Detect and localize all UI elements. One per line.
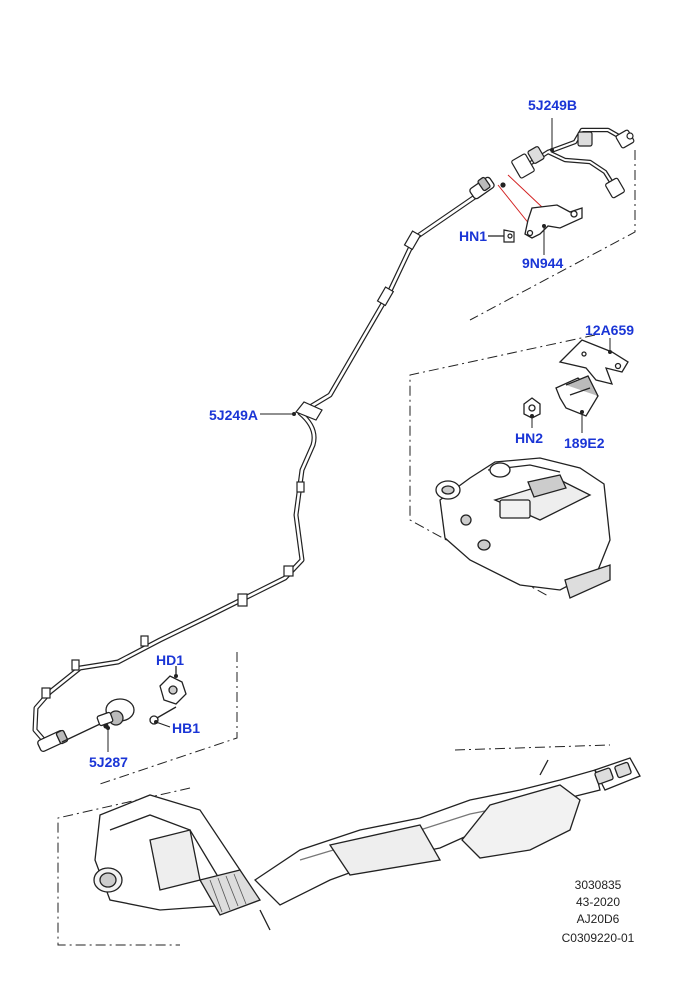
ref-number: 3030835: [574, 878, 622, 892]
tank: [435, 457, 611, 599]
bolt-HB1: [149, 706, 177, 725]
callout-HB1: HB1: [172, 720, 201, 736]
bracket-12A659: [558, 339, 629, 385]
exhaust-system: [93, 757, 641, 931]
bracket-HD1: [159, 666, 187, 705]
sensor-hose: [32, 189, 485, 748]
hose-clips: [41, 230, 422, 699]
callout-HN1: HN1: [459, 228, 488, 244]
alignment-lines: [497, 174, 544, 226]
callout-9N944: 9N944: [522, 255, 564, 271]
ref-code: C0309220-01: [561, 931, 635, 945]
nut-HN2: [523, 397, 541, 419]
callout-5J287: 5J287: [89, 754, 128, 770]
boundary-bottom-right: [454, 744, 611, 751]
ref-date: 43-2020: [575, 895, 621, 909]
callout-5J249B: 5J249B: [528, 97, 578, 113]
boundary-left: [99, 652, 238, 785]
boundary-upper-right: [469, 150, 636, 321]
callout-189E2: 189E2: [564, 435, 605, 451]
ref-model: AJ20D6: [576, 912, 620, 926]
exhaust-flex: [199, 869, 261, 916]
exhaust-silencer: [461, 784, 581, 859]
leader-lines: [107, 118, 611, 752]
callout-5J249A: 5J249A: [209, 407, 259, 423]
bracket-9N944: [524, 204, 583, 239]
leader-HB1: [155, 721, 171, 728]
hose-end-top: [469, 176, 495, 200]
callout-12A659: 12A659: [585, 322, 635, 338]
clip-189E2: [555, 375, 599, 417]
boundary-bottom: [57, 787, 191, 946]
hose-outline: [32, 189, 485, 748]
sensor-5J287: [61, 698, 135, 743]
callout-HD1: HD1: [156, 652, 185, 668]
callout-HN2: HN2: [515, 430, 544, 446]
